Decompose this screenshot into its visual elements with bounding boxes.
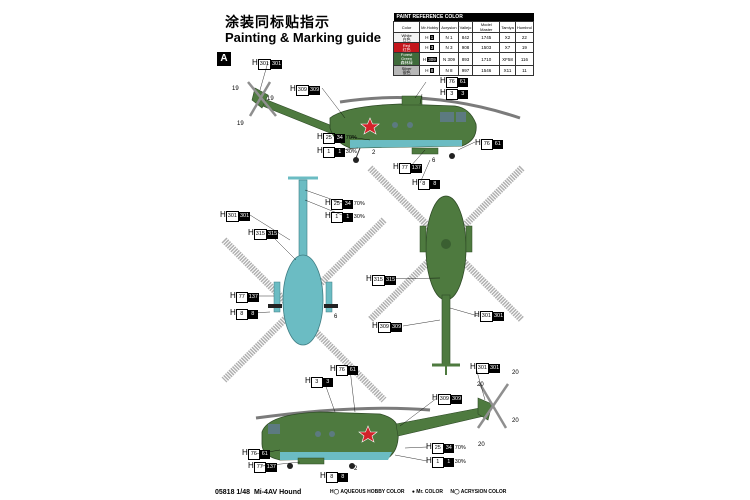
legend-acrysion: N◯ ACRYSION COLOR xyxy=(450,489,507,495)
product-footer: 05818 1/48 Mi-4AV Hound xyxy=(215,489,302,496)
fuselage-underside xyxy=(350,140,462,148)
side-view-top xyxy=(247,81,521,163)
cell-model-master: 1710 xyxy=(472,52,501,66)
part-number: 20 xyxy=(512,418,519,424)
wheel xyxy=(449,153,455,159)
paint-table-columns: Color Mr.Hobby Acrysion Vallejo Model Ma… xyxy=(392,21,535,33)
tail-boom xyxy=(395,407,485,437)
top-view xyxy=(367,165,525,375)
cell-model-master: 1546 xyxy=(472,65,501,76)
wheel xyxy=(287,463,293,469)
porthole-window xyxy=(329,431,335,437)
part-number: 20 xyxy=(478,442,485,448)
title-english: Painting & Marking guide xyxy=(225,30,382,45)
red-star-marking xyxy=(360,117,380,135)
part-number: 20 xyxy=(512,370,519,376)
part-number: 6 xyxy=(334,314,338,320)
side-view-bottom xyxy=(255,383,510,469)
cockpit-window xyxy=(268,424,280,434)
part-number: 20 xyxy=(477,382,484,388)
cell-acrysion: N 8 xyxy=(439,65,459,76)
cockpit-window xyxy=(456,112,466,122)
weapon-pod xyxy=(465,225,473,253)
fuselage-underside xyxy=(280,452,392,460)
paint-table-header: PAINT REFERENCE COLOR xyxy=(393,13,534,22)
profile-badge: A xyxy=(217,52,231,66)
pylon xyxy=(268,304,282,308)
weapon-pod xyxy=(411,147,439,155)
porthole-window xyxy=(315,431,321,437)
paint-reference-table: PAINT REFERENCE COLOR Color Mr.Hobby Acr… xyxy=(392,13,535,76)
cell-humbrol: 11 xyxy=(514,65,535,76)
main-rotor-blade xyxy=(367,165,525,323)
main-rotor-blade xyxy=(367,165,525,323)
part-number: 19 xyxy=(237,121,244,127)
wheel xyxy=(349,463,355,469)
tail-boom xyxy=(259,97,336,136)
part-number: 19 xyxy=(232,86,239,92)
cockpit-window xyxy=(440,112,454,122)
weapon-pod xyxy=(325,281,333,313)
main-rotor-blade xyxy=(347,96,401,102)
weapon-pod xyxy=(419,225,427,253)
part-number: 19 xyxy=(267,96,274,102)
title-chinese: 涂装同标贴指示 xyxy=(225,14,330,30)
tail-rotor-blade xyxy=(476,383,510,429)
legend-hobby: H◯ AQUEOUS HOBBY COLOR xyxy=(330,489,405,495)
fuselage xyxy=(329,103,477,149)
fuselage xyxy=(282,254,324,346)
tail-rotor-blade xyxy=(247,81,277,117)
main-rotor-blade xyxy=(255,406,431,420)
rotor-hub xyxy=(401,95,423,106)
part-number: 2 xyxy=(372,150,376,156)
porthole-window xyxy=(392,122,398,128)
pylon xyxy=(324,304,338,308)
red-star-marking xyxy=(358,425,378,443)
weapon-pod xyxy=(297,457,325,465)
tail-boom xyxy=(441,294,451,366)
part-number: 2 xyxy=(354,466,358,472)
color-legend: H◯ AQUEOUS HOBBY COLOR ● Mr. COLOR N◯ AC… xyxy=(330,489,512,495)
porthole-window xyxy=(407,122,413,128)
tail-rotor-blade xyxy=(248,81,272,117)
landing-gear xyxy=(355,147,361,159)
part-number: 6 xyxy=(432,158,436,164)
weapon-pod xyxy=(273,281,281,313)
legend-mr: ● Mr. COLOR xyxy=(411,489,443,495)
rotor-hub xyxy=(441,239,451,249)
wheel xyxy=(353,157,359,163)
